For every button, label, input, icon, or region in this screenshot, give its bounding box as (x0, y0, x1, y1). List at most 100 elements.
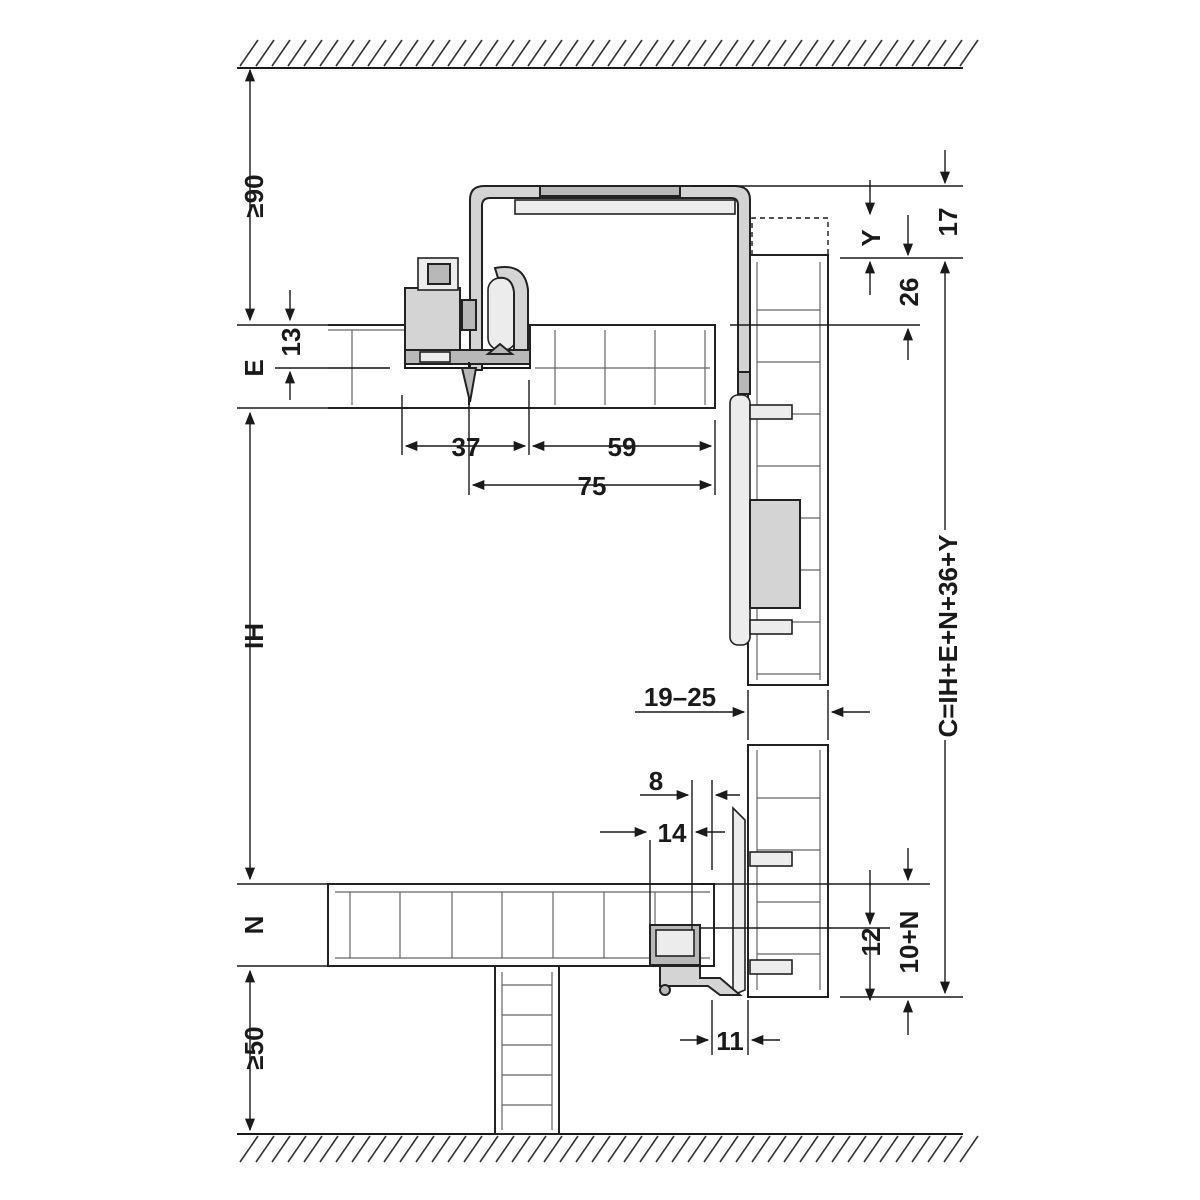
hatch-stroke (559, 39, 579, 67)
hatch-stroke (479, 1135, 499, 1163)
hatch-stroke (623, 1135, 643, 1163)
hatch-stroke (527, 1135, 547, 1163)
label-ih: IH (239, 623, 269, 649)
hatch-stroke (431, 39, 451, 67)
hatch-stroke (399, 39, 419, 67)
hatch-stroke (927, 1135, 947, 1163)
hatch-stroke (687, 1135, 707, 1163)
label-37: 37 (452, 432, 481, 462)
hatch-stroke (911, 39, 931, 67)
hatch-stroke (367, 1135, 387, 1163)
hatch-stroke (255, 1135, 275, 1163)
hatch-stroke (719, 1135, 739, 1163)
label-12: 12 (856, 928, 886, 957)
hatch-stroke (751, 1135, 771, 1163)
hatch-stroke (399, 1135, 419, 1163)
label-formula: C=IH+E+N+36+Y (933, 534, 963, 737)
hatch-stroke (719, 39, 739, 67)
label-bottom-clearance: ≥50 (239, 1026, 269, 1069)
hatch-stroke (783, 39, 803, 67)
hatch-stroke (799, 39, 819, 67)
hatch-stroke (575, 1135, 595, 1163)
hatch-stroke (783, 1135, 803, 1163)
hatch-stroke (367, 39, 387, 67)
hatch-stroke (351, 39, 371, 67)
hatch-stroke (239, 39, 259, 67)
hatch-stroke (383, 1135, 403, 1163)
hatch-stroke (607, 39, 627, 67)
hatch-stroke (575, 39, 595, 67)
door-runner-upper (729, 371, 801, 646)
hatch-stroke (447, 39, 467, 67)
label-13: 13 (276, 328, 306, 357)
label-y: Y (856, 229, 886, 246)
label-26: 26 (894, 278, 924, 307)
hatch-stroke (495, 1135, 515, 1163)
hatch-stroke (415, 1135, 435, 1163)
hatch-stroke (799, 1135, 819, 1163)
hatch-stroke (847, 39, 867, 67)
vertical-support-post (494, 965, 560, 1135)
hatch-stroke (735, 39, 755, 67)
hatch-stroke (447, 1135, 467, 1163)
hatch-stroke (255, 39, 275, 67)
hatch-stroke (655, 39, 675, 67)
hatch-stroke (591, 1135, 611, 1163)
hatch-stroke (767, 39, 787, 67)
hatch-stroke (559, 1135, 579, 1163)
hatch-stroke (671, 1135, 691, 1163)
label-14: 14 (658, 818, 687, 848)
label-17: 17 (933, 208, 963, 237)
hatch-stroke (271, 39, 291, 67)
top-bracket-hardware (404, 185, 751, 405)
hatch-stroke (927, 39, 947, 67)
hatch-stroke (655, 1135, 675, 1163)
hatch-stroke (703, 1135, 723, 1163)
hatch-stroke (959, 39, 979, 67)
hatch-stroke (335, 39, 355, 67)
label-e: E (239, 359, 269, 376)
hatch-stroke (383, 39, 403, 67)
hatch-stroke (415, 39, 435, 67)
hatch-stroke (623, 39, 643, 67)
hatch-stroke (335, 1135, 355, 1163)
hatch-stroke (735, 1135, 755, 1163)
bottom-floor-hatch (237, 1133, 979, 1163)
hatch-stroke (831, 39, 851, 67)
hatch-stroke (287, 1135, 307, 1163)
hatch-stroke (319, 39, 339, 67)
lower-runner-hardware (649, 806, 793, 997)
hatch-stroke (511, 39, 531, 67)
door-panel (747, 217, 829, 998)
label-n: N (239, 916, 269, 935)
hatch-stroke (431, 1135, 451, 1163)
hatch-stroke (639, 1135, 659, 1163)
hatch-stroke (671, 39, 691, 67)
hatch-stroke (703, 39, 723, 67)
hatch-stroke (687, 39, 707, 67)
hatch-stroke (895, 1135, 915, 1163)
hatch-stroke (351, 1135, 371, 1163)
hatch-stroke (815, 39, 835, 67)
hatch-stroke (463, 39, 483, 67)
hatch-stroke (639, 39, 659, 67)
label-top-clearance: ≥90 (239, 174, 269, 217)
hatch-stroke (303, 1135, 323, 1163)
hatch-stroke (959, 1135, 979, 1163)
hatch-stroke (591, 39, 611, 67)
hatch-stroke (879, 1135, 899, 1163)
hatch-stroke (543, 1135, 563, 1163)
hatch-stroke (463, 1135, 483, 1163)
hatch-stroke (847, 1135, 867, 1163)
hatch-stroke (879, 39, 899, 67)
hatch-stroke (543, 39, 563, 67)
hatch-stroke (815, 1135, 835, 1163)
dimension-lines (237, 68, 963, 1132)
hatch-stroke (271, 1135, 291, 1163)
hatch-stroke (751, 39, 771, 67)
dimension-labels: ≥90 E 13 IH N ≥50 37 59 75 Y 17 26 C=IH+… (239, 174, 963, 1069)
hatch-stroke (479, 39, 499, 67)
hatch-stroke (239, 1135, 259, 1163)
hatch-stroke (831, 1135, 851, 1163)
label-8: 8 (649, 766, 663, 796)
